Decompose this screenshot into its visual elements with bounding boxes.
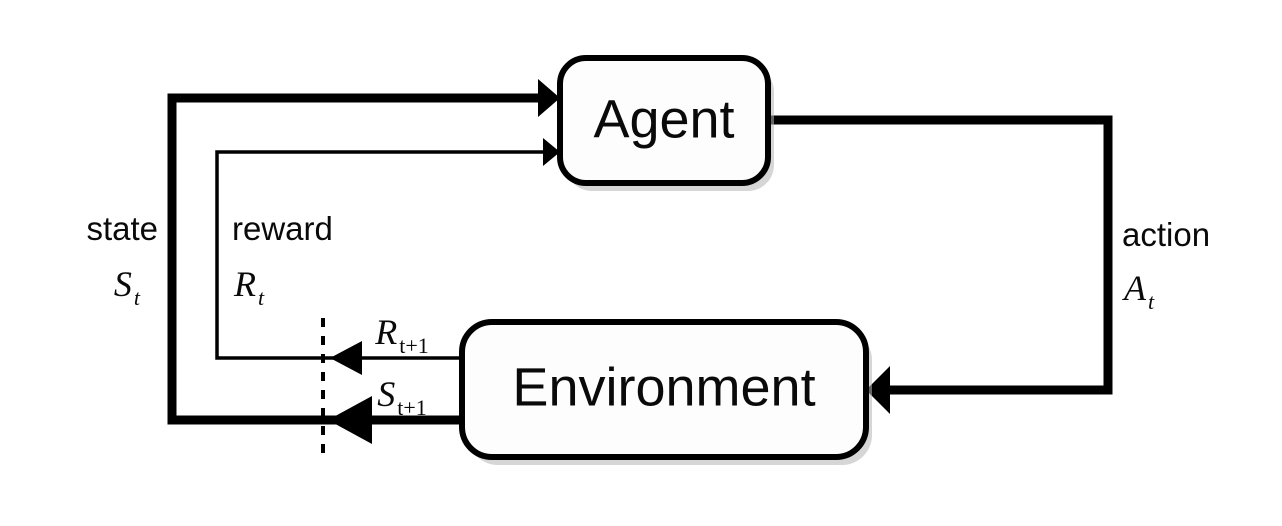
state-symbol: S (114, 264, 132, 304)
action-subscript: t (1148, 289, 1155, 314)
action-symbol: A (1122, 268, 1147, 308)
state-word-label: state (86, 210, 158, 247)
state-feedback-arrowhead (538, 79, 560, 117)
node-agent[interactable]: Agent (557, 55, 774, 191)
label-reward: reward Rt (232, 210, 333, 310)
reward-symbol: R (233, 264, 256, 304)
edge-state-feedback (167, 79, 560, 444)
reward-word-label: reward (232, 210, 333, 247)
label-action: action At (1122, 216, 1210, 314)
next-state-subscript: t+1 (397, 395, 427, 420)
node-environment[interactable]: Environment (459, 319, 872, 465)
next-state-symbol-group: St+1 (377, 374, 427, 420)
environment-box (459, 319, 869, 460)
reward-feedback-path (215, 150, 545, 360)
label-state: state St (86, 210, 158, 310)
state-subscript: t (134, 285, 141, 310)
reward-feedback-arrowhead (543, 138, 560, 166)
state-feedback-path (167, 93, 540, 425)
reward-symbol-group: Rt (233, 264, 265, 310)
label-next-state: St+1 (377, 374, 427, 420)
next-reward-symbol: R (374, 312, 397, 352)
next-state-arrowhead (328, 396, 372, 444)
action-symbol-group: At (1122, 268, 1155, 314)
environment-label: Environment (512, 357, 815, 417)
next-reward-subscript: t+1 (399, 333, 429, 358)
action-flow-path (768, 115, 1113, 395)
reward-subscript: t (258, 285, 265, 310)
label-next-reward: Rt+1 (374, 312, 429, 358)
agent-label: Agent (593, 89, 734, 149)
next-reward-arrowhead (330, 341, 362, 375)
edge-reward-feedback (215, 138, 560, 375)
next-state-symbol: S (377, 374, 395, 414)
action-word-label: action (1122, 216, 1210, 253)
action-flow-arrowhead (866, 366, 890, 414)
next-reward-symbol-group: Rt+1 (374, 312, 429, 358)
edge-action-flow (768, 115, 1113, 414)
agent-box (557, 55, 771, 186)
state-symbol-group: St (114, 264, 141, 310)
